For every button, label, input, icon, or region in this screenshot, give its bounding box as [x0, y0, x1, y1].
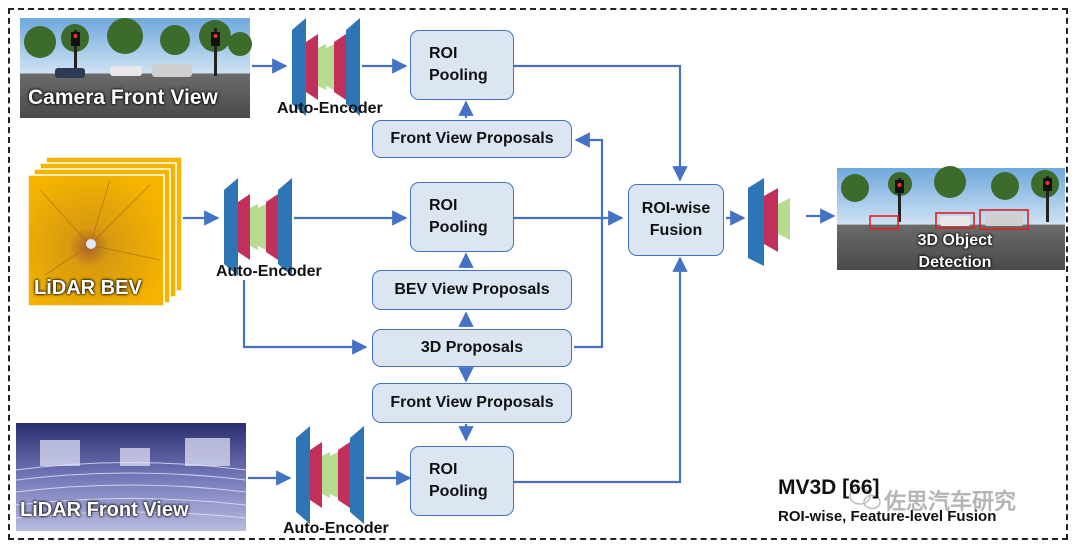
lidar-bev-label: LiDAR BEV [34, 277, 142, 299]
lidar-front-view-label: LiDAR Front View [20, 499, 189, 521]
auto-encoder-bottom-icon [296, 426, 364, 524]
camera-front-view-image [20, 18, 252, 118]
auto-encoder-middle-label: Auto-Encoder [216, 263, 322, 280]
caption-subtitle: ROI-wise, Feature-level Fusion [778, 508, 997, 525]
watermark-text: 佐思汽车研究 [884, 490, 1017, 515]
dashed-frame [8, 8, 1068, 540]
auto-encoder-top-label: Auto-Encoder [277, 100, 383, 117]
camera-front-view-label: Camera Front View [28, 86, 218, 109]
detection-label: 3D Object Detection [917, 232, 993, 271]
auto-encoder-bottom-label: Auto-Encoder [283, 520, 389, 537]
watermark-icon [849, 487, 881, 510]
bev-view-proposals-box: BEV View Proposals [372, 270, 572, 310]
proposals-3d-box: 3D Proposals [372, 329, 572, 367]
auto-encoder-top-icon [292, 18, 360, 116]
auto-encoder-middle-icon [224, 178, 292, 276]
lidar-bev-image [27, 156, 183, 307]
detection-image [837, 166, 1065, 270]
caption-title: MV3D [66] [778, 476, 880, 499]
fusion-output-feature-icon [748, 178, 790, 266]
front-view-proposals-bottom-box: Front View Proposals [372, 383, 572, 423]
front-view-proposals-top-box: Front View Proposals [372, 120, 572, 158]
connection-lines [183, 58, 836, 486]
lidar-front-view-image [15, 423, 247, 531]
